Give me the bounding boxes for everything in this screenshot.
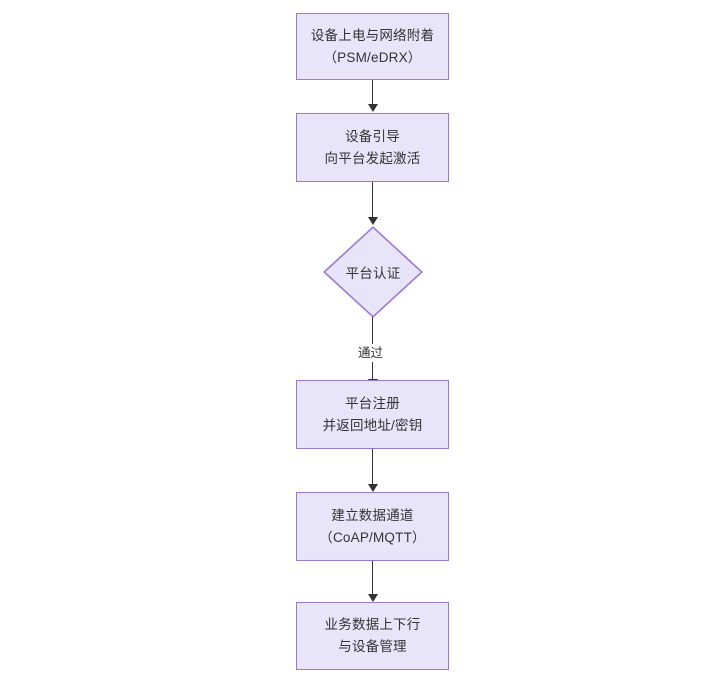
flow-arrowhead-2: [367, 217, 378, 225]
flow-connector-4: [372, 449, 374, 484]
flow-connector-2: [372, 182, 374, 218]
flow-node-auth-decision[interactable]: 平台认证: [323, 226, 423, 318]
flow-node-auth-decision-label: 平台认证: [345, 266, 401, 281]
flow-node-bootstrap[interactable]: 设备引导 向平台发起激活: [296, 113, 449, 182]
flow-node-business-data-line1: 业务数据上下行: [324, 617, 421, 632]
flow-arrowhead-1: [367, 104, 378, 112]
flow-node-data-channel-line1: 建立数据通道: [331, 507, 414, 523]
flow-node-business-data-line2: 与设备管理: [338, 639, 407, 654]
flow-node-bootstrap-line2: 向平台发起激活: [324, 150, 421, 166]
flow-node-power-on-line1: 设备上电与网络附着: [310, 27, 435, 43]
flow-arrowhead-4: [367, 484, 378, 492]
flow-node-bootstrap-line1: 设备引导: [345, 128, 400, 144]
flow-node-registration-line1: 平台注册: [345, 395, 400, 411]
flow-node-power-on[interactable]: 设备上电与网络附着 （PSM/eDRX）: [296, 13, 449, 80]
flow-node-business-data[interactable]: 业务数据上下行 与设备管理: [296, 602, 449, 670]
flow-node-registration-line2: 并返回地址/密钥: [322, 417, 423, 433]
flow-edge-label-pass: 通过: [355, 344, 387, 362]
flow-arrowhead-5: [367, 594, 378, 602]
flow-node-data-channel-line2: （CoAP/MQTT）: [319, 529, 426, 545]
flow-node-registration[interactable]: 平台注册 并返回地址/密钥: [296, 380, 449, 449]
flow-connector-1: [372, 80, 374, 105]
flow-node-power-on-line2: （PSM/eDRX）: [323, 49, 422, 65]
flow-connector-5: [372, 561, 374, 595]
flow-node-data-channel[interactable]: 建立数据通道 （CoAP/MQTT）: [296, 492, 449, 561]
diamond-shape-icon: [323, 226, 423, 318]
